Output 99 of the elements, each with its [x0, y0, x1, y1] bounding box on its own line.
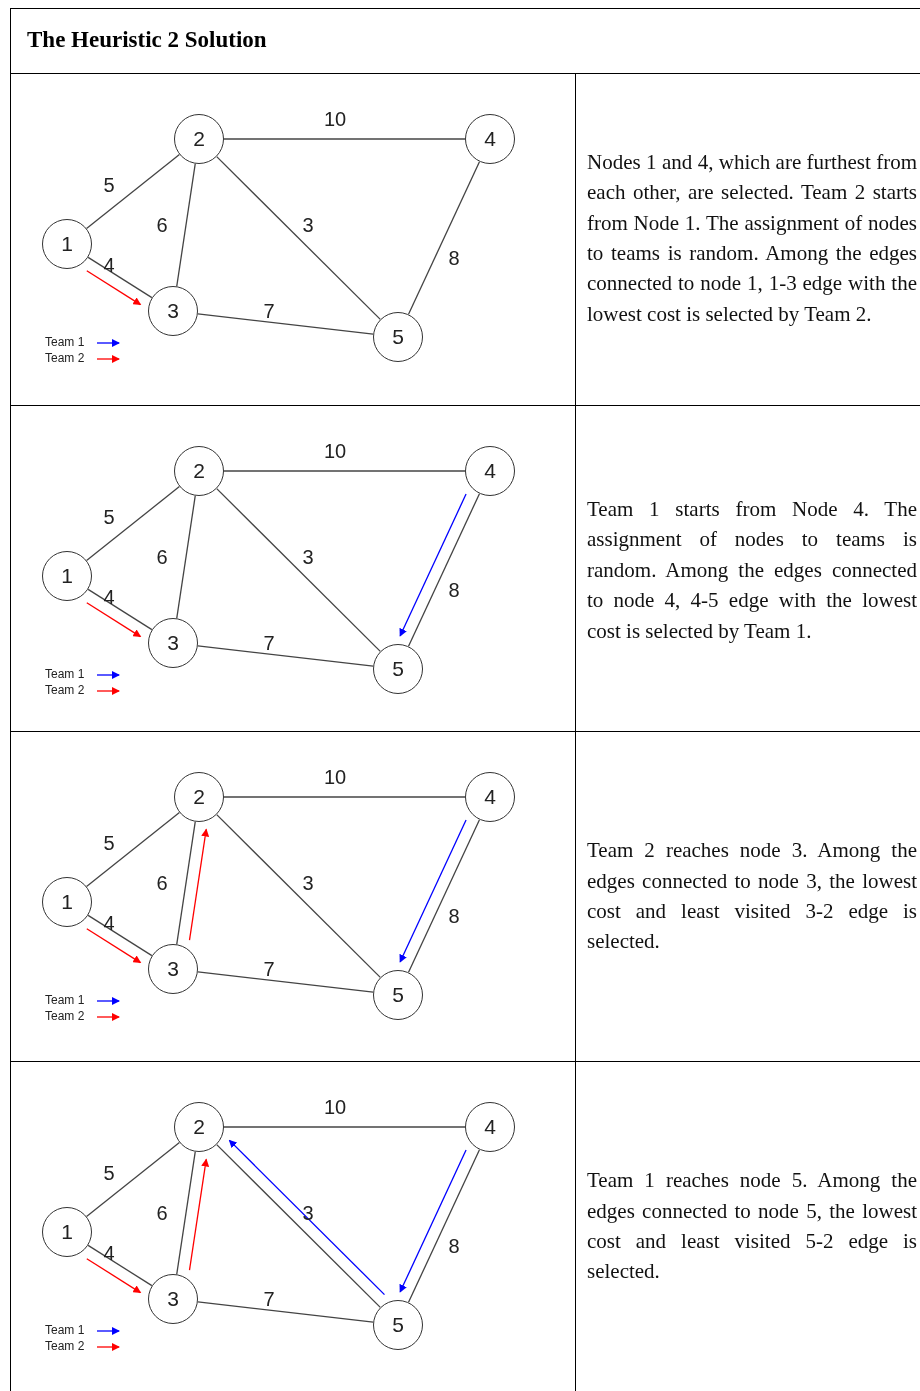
- arrow: [188, 828, 210, 941]
- edge-label: 10: [323, 1095, 347, 1119]
- graph-edge: [216, 1144, 381, 1308]
- edge-label: 7: [263, 631, 275, 655]
- edge-label: 6: [156, 871, 168, 895]
- edge-label: 10: [323, 439, 347, 463]
- node-circle: 1: [42, 219, 92, 269]
- node-circle: 2: [174, 772, 224, 822]
- graph-edge: [197, 313, 374, 335]
- edge-label: 7: [263, 1287, 275, 1311]
- node-circle: 2: [174, 446, 224, 496]
- edge-label: 3: [302, 871, 314, 895]
- graph-edge: [85, 153, 181, 230]
- graph-edge: [223, 796, 466, 798]
- node-circle: 3: [148, 944, 198, 994]
- graph-edge: [216, 156, 381, 320]
- graph-edge: [197, 645, 374, 667]
- node-circle: 5: [373, 312, 423, 362]
- node-circle: 5: [373, 644, 423, 694]
- graph-edge: [223, 1126, 466, 1128]
- graph-edge: [176, 821, 196, 945]
- edge-label: 4: [103, 911, 115, 935]
- edge-label: 5: [103, 505, 115, 529]
- arrow: [188, 1158, 210, 1271]
- graph-edge: [85, 811, 181, 888]
- graph-edge: [85, 1141, 181, 1218]
- graph-edge: [176, 1151, 196, 1275]
- legend-text: Team 1: [45, 993, 85, 1007]
- arrow: [399, 493, 467, 637]
- graph-edge: [87, 1244, 153, 1287]
- node-circle: 4: [465, 446, 515, 496]
- legend-text: Team 2: [45, 1009, 85, 1023]
- arrow: [86, 928, 142, 964]
- description-text: Nodes 1 and 4, which are furthest from each other, are selected. Team 2 starts from Node 1. The assignment of nodes to teams is random. Among the edges connected to node 1, 1-3 edge with the lowest cost is selected by Team 2.: [587, 148, 917, 328]
- edge-label: 5: [103, 831, 115, 855]
- edge-label: 5: [103, 173, 115, 197]
- graph-edge: [197, 971, 374, 993]
- description-text: Team 1 starts from Node 4. The assignment of nodes to teams is random. Among the edges connected to node 4, 4-5 edge with the lowest cost is selected by Team 1.: [587, 495, 917, 645]
- graph-edge: [223, 470, 466, 472]
- edge-label: 8: [448, 904, 460, 928]
- arrow: [399, 1149, 467, 1293]
- arrow: [228, 1139, 386, 1296]
- edge-label: 4: [103, 585, 115, 609]
- description-text: Team 1 reaches node 5. Among the edges connected to node 5, the lowest cost and least visited 5-2 edge is selected.: [587, 1167, 917, 1286]
- node-circle: 1: [42, 1207, 92, 1257]
- edge-label: 10: [323, 765, 347, 789]
- node-circle: 4: [465, 1102, 515, 1152]
- arrow: [86, 602, 142, 638]
- node-circle: 4: [465, 772, 515, 822]
- legend-text: Team 2: [45, 1339, 85, 1353]
- edge-label: 6: [156, 1201, 168, 1225]
- graph-edge: [87, 256, 153, 299]
- node-circle: 3: [148, 618, 198, 668]
- graph-edge: [407, 819, 481, 973]
- arrow: [86, 1258, 142, 1294]
- graph-edge: [223, 138, 466, 140]
- edge-label: 8: [448, 246, 460, 270]
- edge-label: 7: [263, 299, 275, 323]
- node-circle: 1: [42, 877, 92, 927]
- node-circle: 3: [148, 286, 198, 336]
- graph-edge: [87, 588, 153, 631]
- graph-edge: [197, 1301, 374, 1323]
- graph-edge: [216, 814, 381, 978]
- node-circle: 3: [148, 1274, 198, 1324]
- graph-edge: [176, 495, 196, 619]
- graph-edge: [216, 488, 381, 652]
- legend-text: Team 2: [45, 351, 85, 365]
- table-title: The Heuristic 2 Solution: [27, 27, 267, 53]
- edge-label: 3: [302, 213, 314, 237]
- edge-label: 3: [302, 545, 314, 569]
- edge-label: 10: [323, 107, 347, 131]
- node-circle: 4: [465, 114, 515, 164]
- description-text: Team 2 reaches node 3. Among the edges connected to node 3, the lowest cost and least visited 3-2 edge is selected.: [587, 837, 917, 956]
- graph-edge: [407, 493, 481, 647]
- node-circle: 5: [373, 970, 423, 1020]
- edge-label: 7: [263, 957, 275, 981]
- graph-edge: [85, 485, 181, 562]
- arrow: [399, 819, 467, 963]
- node-circle: 2: [174, 114, 224, 164]
- legend-text: Team 1: [45, 667, 85, 681]
- edge-label: 8: [448, 1234, 460, 1258]
- node-circle: 1: [42, 551, 92, 601]
- graph-edge: [176, 163, 196, 287]
- edge-label: 5: [103, 1161, 115, 1185]
- edge-label: 6: [156, 213, 168, 237]
- graph-edge: [87, 914, 153, 957]
- edge-label: 6: [156, 545, 168, 569]
- node-circle: 2: [174, 1102, 224, 1152]
- node-circle: 5: [373, 1300, 423, 1350]
- legend-text: Team 1: [45, 335, 85, 349]
- edge-label: 3: [302, 1201, 314, 1225]
- edge-label: 4: [103, 1241, 115, 1265]
- legend-text: Team 2: [45, 683, 85, 697]
- graph-edge: [407, 161, 481, 315]
- graph-edge: [407, 1149, 481, 1303]
- edge-label: 4: [103, 253, 115, 277]
- edge-label: 8: [448, 578, 460, 602]
- legend-text: Team 1: [45, 1323, 85, 1337]
- arrow: [86, 270, 142, 306]
